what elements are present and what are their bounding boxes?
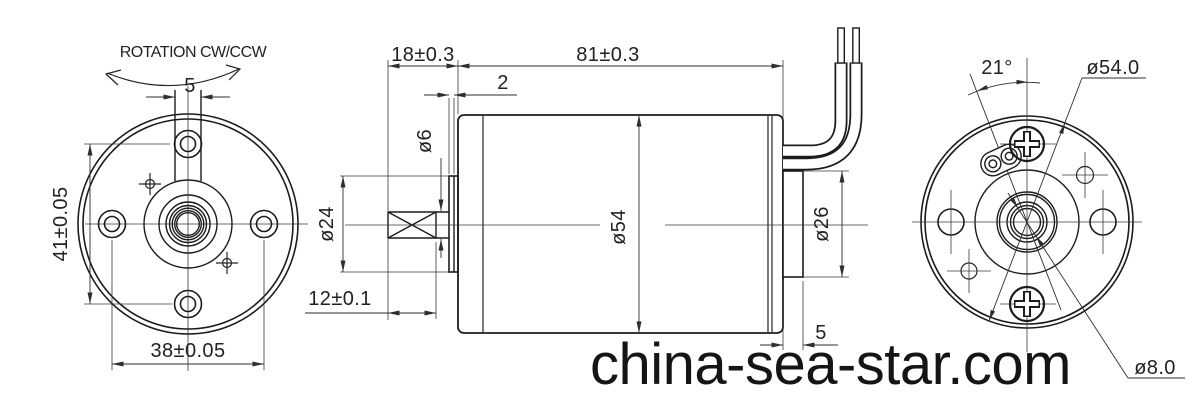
dim-body-length-label: 81±0.3 xyxy=(576,44,639,66)
front-view-pilot-marks xyxy=(139,173,238,274)
dim-outer-diameter-label: ø54.0 xyxy=(1086,57,1139,79)
through-bolt-bottom xyxy=(1000,285,1056,323)
motor-body-outline xyxy=(457,114,804,334)
dim-rear-boss-diameter-label: ø26 xyxy=(811,206,833,242)
rotation-label: ROTATION CW/CCW xyxy=(120,44,268,61)
dim-pilot-diameter: ø24 xyxy=(316,175,449,273)
dim-rear-boss-depth: 5 xyxy=(760,281,838,350)
dim-shaft-knurl-length: 12±0.1 xyxy=(305,242,437,319)
dim-shaft-diameter-label: ø6 xyxy=(414,129,436,153)
dim-slot-width-label: 5 xyxy=(184,75,196,97)
bare-wire-end xyxy=(852,27,860,64)
dim-lead-angle: 21° xyxy=(967,57,1041,96)
dim-face-step: 2 xyxy=(424,72,517,174)
side-view: 18±0.3 81±0.3 2 ø6 ø24 ø54 xyxy=(305,27,868,350)
dim-shaft-diameter: ø6 xyxy=(414,129,444,258)
rear-view: ø54.0 xyxy=(912,57,1185,379)
dim-shaft-hole-diameter: ø8.0 xyxy=(1007,192,1185,379)
dim-shaft-knurl-length-label: 12±0.1 xyxy=(308,288,371,310)
rear-view-side-holes xyxy=(937,190,1117,254)
front-view: ROTATION CW/CCW 5 41±0.05 38±0.05 xyxy=(50,44,308,371)
rear-view-pilot-marks xyxy=(947,152,1108,293)
front-view-housing-circles xyxy=(77,113,299,335)
dim-shaft-hole-diameter-label: ø8.0 xyxy=(1134,357,1176,379)
dim-outer-diameter: ø54.0 xyxy=(988,57,1146,322)
dim-front-length: 18±0.3 xyxy=(387,44,459,320)
dim-vertical-hole-spacing: 41±0.05 xyxy=(50,143,172,305)
dim-rear-boss-depth-label: 5 xyxy=(815,322,827,344)
through-bolt-top xyxy=(1000,125,1056,163)
dim-horizontal-hole-spacing-label: 38±0.05 xyxy=(151,340,226,362)
dim-body-diameter-label: ø54 xyxy=(608,209,630,245)
dim-pilot-diameter-label: ø24 xyxy=(316,206,338,242)
front-view-mounting-holes xyxy=(97,90,279,319)
dim-front-length-label: 18±0.3 xyxy=(391,44,454,66)
lead-wires xyxy=(783,27,863,171)
dim-horizontal-hole-spacing: 38±0.05 xyxy=(111,240,265,370)
watermark: china-sea-star.com xyxy=(590,332,1071,397)
rear-boss xyxy=(782,170,804,278)
dim-body-length: 81±0.3 xyxy=(458,44,784,144)
shaft-and-knurl xyxy=(387,175,459,273)
rotation-direction-arrow xyxy=(104,64,242,87)
dim-face-step-label: 2 xyxy=(497,72,509,94)
dim-rear-boss-diameter: ø26 xyxy=(803,170,849,278)
lead-angle-line xyxy=(969,73,1062,311)
dim-vertical-hole-spacing-label: 41±0.05 xyxy=(50,187,72,262)
dim-body-diameter: ø54 xyxy=(608,115,642,333)
bare-wire-end xyxy=(837,27,845,64)
dim-lead-angle-label: 21° xyxy=(981,57,1012,79)
dim-slot-width: 5 xyxy=(146,75,230,100)
